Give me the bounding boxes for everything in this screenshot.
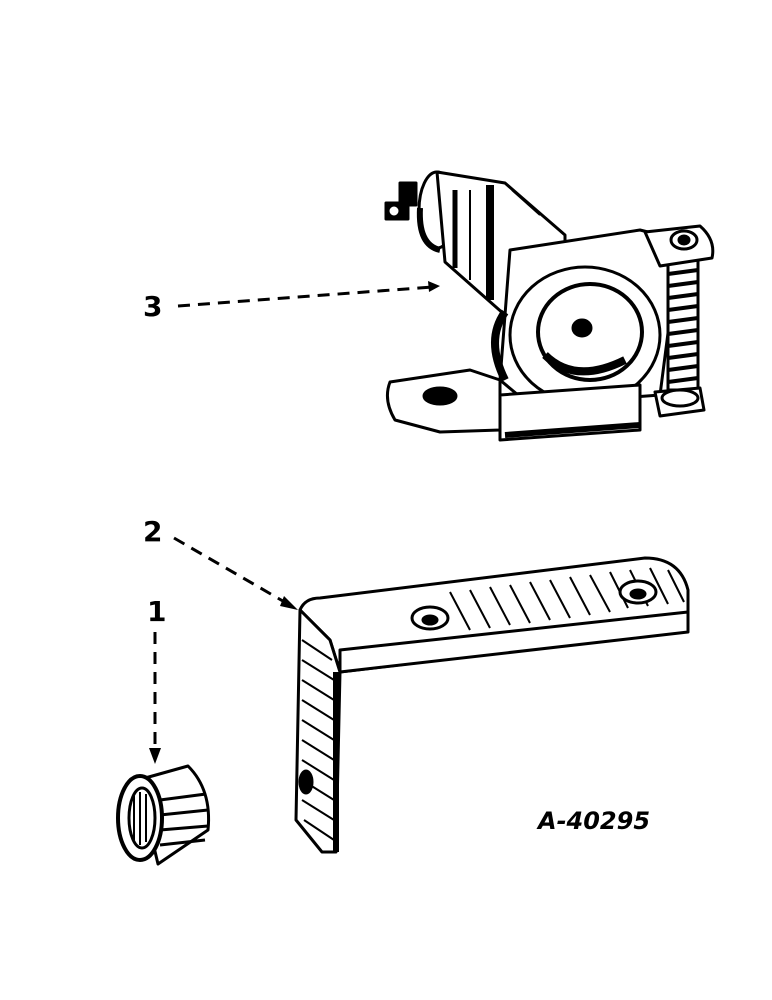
leader-line-1	[149, 632, 161, 764]
callout-number-3: 3	[143, 290, 163, 323]
solenoid-icon	[384, 170, 715, 442]
drawing-number: A-40295	[538, 807, 651, 835]
callout-number-1: 1	[147, 595, 167, 628]
bushing-icon	[116, 764, 211, 866]
bracket-icon	[294, 556, 690, 854]
leader-line-2	[173, 536, 298, 610]
callout-number-2: 2	[143, 515, 163, 548]
leader-line-3	[177, 281, 440, 308]
